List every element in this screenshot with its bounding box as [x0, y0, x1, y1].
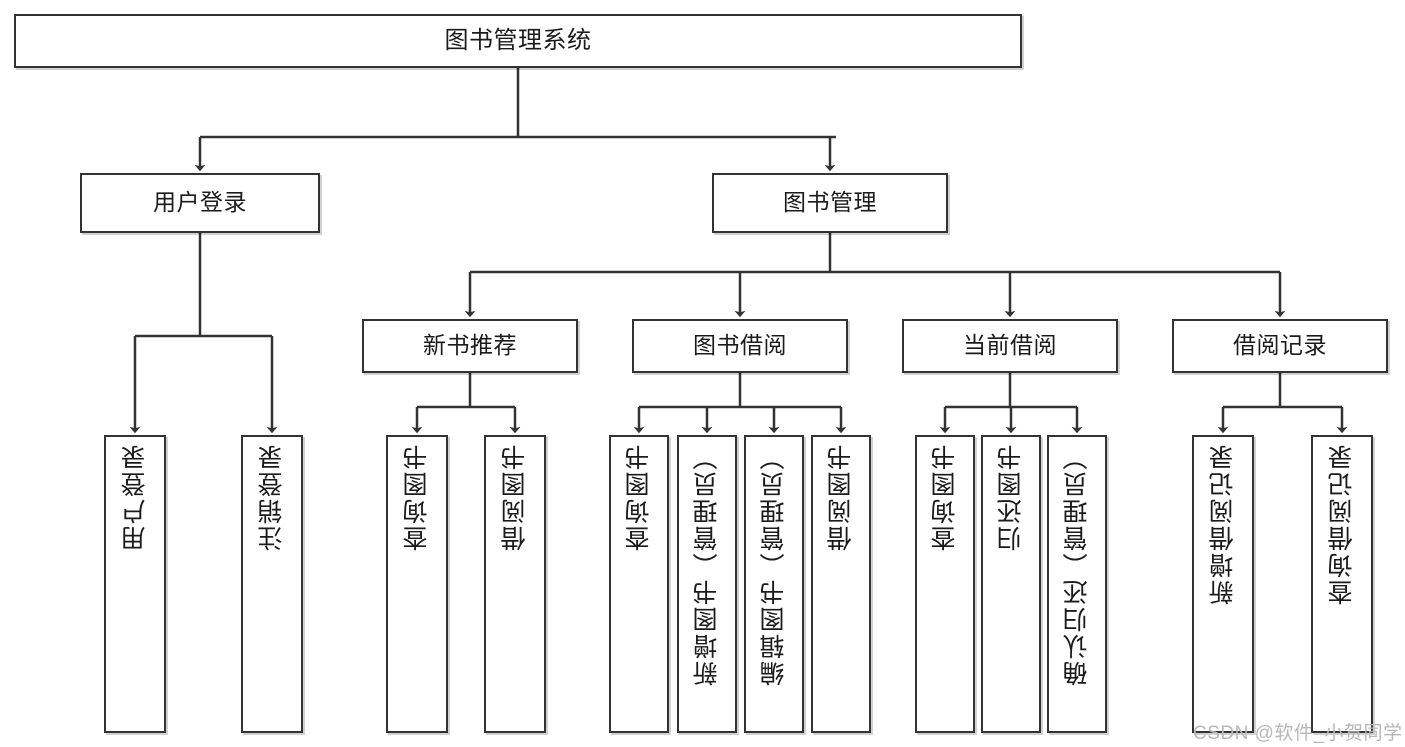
node-leaf-query-book-borrow-label: 查询图书: [625, 443, 653, 551]
node-leaf-borrow-book-label: 借阅图书: [827, 443, 855, 551]
csdn-watermark: CSDN @软件_小贺同学: [1193, 723, 1403, 744]
node-leaf-add-borrow-record[interactable]: 新增借阅记录: [1192, 435, 1254, 733]
node-leaf-edit-book-admin-label: 编辑图书（管理员）: [760, 443, 788, 686]
node-current-borrow-label: 当前借阅: [963, 332, 1057, 359]
node-leaf-add-book-admin-label: 新增图书（管理员）: [693, 443, 721, 686]
node-leaf-query-book-borrow[interactable]: 查询图书: [609, 435, 669, 733]
node-leaf-user-logout-label: 注销登录: [258, 443, 286, 551]
node-leaf-add-borrow-record-label: 新增借阅记录: [1209, 443, 1237, 605]
node-leaf-borrow-book-recommend-label: 借阅图书: [501, 443, 529, 551]
node-current-borrow[interactable]: 当前借阅: [902, 319, 1118, 373]
node-leaf-borrow-book-recommend[interactable]: 借阅图书: [484, 435, 546, 733]
node-leaf-user-logout[interactable]: 注销登录: [241, 435, 303, 733]
node-root[interactable]: 图书管理系统: [14, 14, 1022, 68]
node-leaf-query-book-recommend-label: 查询图书: [403, 443, 431, 551]
node-leaf-query-borrow-record[interactable]: 查询借阅记录: [1311, 435, 1373, 733]
node-book-management[interactable]: 图书管理: [712, 173, 948, 233]
node-borrow-record-label: 借阅记录: [1233, 332, 1327, 359]
node-leaf-query-book-current[interactable]: 查询图书: [915, 435, 975, 733]
node-leaf-query-book-recommend[interactable]: 查询图书: [386, 435, 448, 733]
node-book-borrow[interactable]: 图书借阅: [632, 319, 848, 373]
node-leaf-user-login-label: 用户登录: [121, 443, 149, 551]
node-leaf-borrow-book[interactable]: 借阅图书: [811, 435, 871, 733]
node-leaf-return-book[interactable]: 归还图书: [981, 435, 1041, 733]
node-leaf-user-login[interactable]: 用户登录: [104, 435, 166, 733]
node-user-login-label: 用户登录: [153, 189, 247, 216]
node-borrow-record[interactable]: 借阅记录: [1172, 319, 1388, 373]
node-leaf-edit-book-admin[interactable]: 编辑图书（管理员）: [744, 435, 804, 733]
node-leaf-query-book-current-label: 查询图书: [931, 443, 959, 551]
node-new-book-recommend[interactable]: 新书推荐: [362, 319, 578, 373]
node-leaf-add-book-admin[interactable]: 新增图书（管理员）: [677, 435, 737, 733]
node-book-management-label: 图书管理: [783, 189, 877, 216]
node-leaf-return-book-label: 归还图书: [997, 443, 1025, 551]
node-root-label: 图书管理系统: [444, 26, 592, 54]
node-new-book-recommend-label: 新书推荐: [423, 332, 517, 359]
node-book-borrow-label: 图书借阅: [693, 332, 787, 359]
node-leaf-query-borrow-record-label: 查询借阅记录: [1328, 443, 1356, 605]
node-leaf-confirm-return-admin-label: 确认归还（管理员）: [1063, 443, 1091, 686]
node-user-login[interactable]: 用户登录: [80, 173, 320, 233]
node-leaf-confirm-return-admin[interactable]: 确认归还（管理员）: [1047, 435, 1107, 733]
